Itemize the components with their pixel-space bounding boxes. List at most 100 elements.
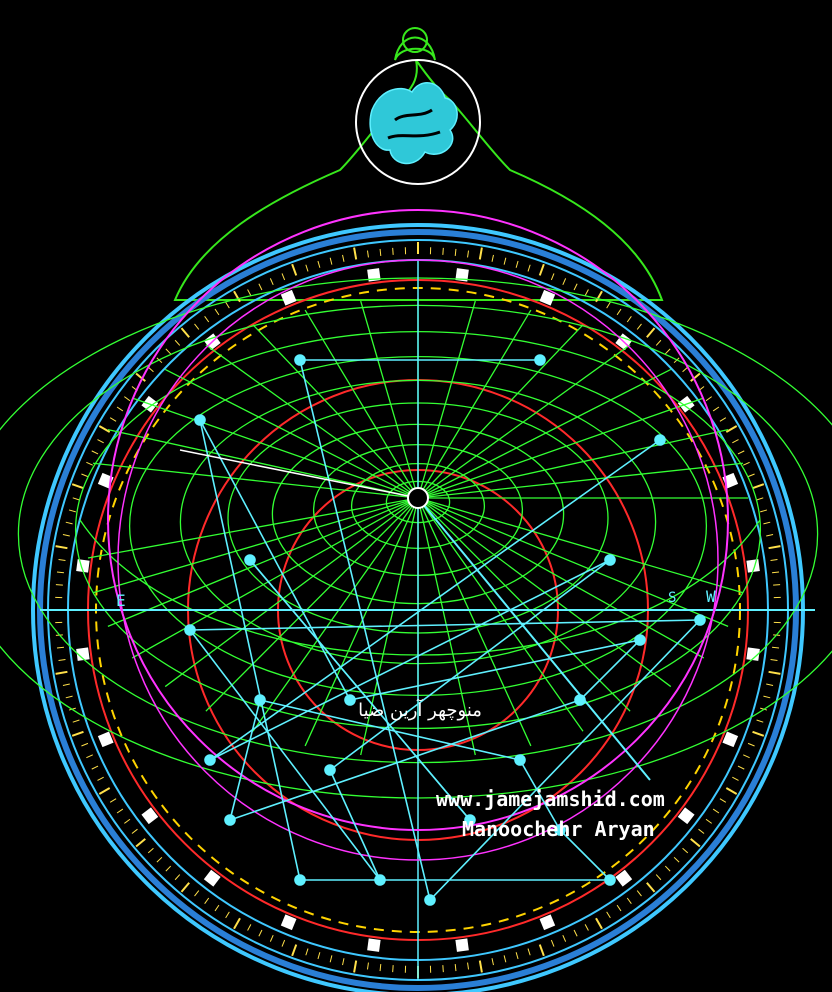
rim-tick (281, 273, 286, 281)
rim-tick (616, 904, 622, 912)
rim-tick (329, 955, 333, 963)
rim-tick (174, 874, 181, 881)
azimuth-line (417, 497, 705, 659)
rim-tick (116, 406, 124, 412)
constellation-line (199, 419, 301, 881)
rim-tick (573, 929, 578, 937)
rim-tick (636, 323, 642, 330)
rim-tick (91, 765, 99, 770)
rim-tick (698, 828, 705, 834)
rim-tick (180, 882, 190, 893)
rim-tick (56, 571, 65, 574)
hour-marker (76, 647, 90, 661)
azimuth-line (87, 497, 419, 559)
rim-tick (71, 483, 84, 490)
azimuth-line (417, 397, 705, 499)
rim-tick (771, 571, 780, 574)
azimuth-line (417, 300, 476, 499)
rim-tick (705, 818, 712, 824)
constellation-line (209, 559, 611, 761)
azimuth-line (131, 397, 419, 499)
rim-tick (646, 882, 656, 893)
rim-tick (527, 948, 531, 956)
rim-tick (366, 962, 369, 970)
azimuth-line (92, 462, 419, 499)
rim-tick (58, 558, 66, 561)
rim-tick (135, 838, 146, 848)
rim-tick (626, 897, 632, 904)
rim-tick (550, 939, 555, 947)
constellation-line (519, 759, 561, 831)
website-url: www.jamejamshid.com (436, 787, 665, 811)
rim-tick (97, 776, 104, 781)
azimuth-line (417, 462, 744, 499)
rim-tick (98, 787, 111, 795)
rim-tick (353, 247, 358, 260)
rim-tick (305, 264, 309, 272)
hour-marker (746, 647, 760, 661)
rim-tick (180, 327, 190, 338)
rim-tick (562, 935, 567, 942)
rim-tick (584, 924, 589, 931)
rim-tick (737, 765, 745, 770)
rim-tick (72, 719, 80, 723)
rim-tick (595, 290, 603, 303)
rim-tick (626, 316, 632, 323)
hour-marker (455, 268, 469, 282)
azimuth-line (417, 497, 476, 756)
rim-tick (55, 545, 68, 550)
rim-tick (655, 874, 662, 881)
rim-tick (770, 659, 778, 662)
rim-tick (329, 257, 333, 265)
hour-marker (280, 289, 297, 306)
rim-tick (214, 904, 220, 912)
rim-tick (478, 960, 483, 973)
azimuth-line (417, 497, 729, 628)
rim-tick (72, 497, 80, 501)
azimuth-line (417, 368, 672, 499)
rim-tick (291, 944, 298, 957)
azimuth-line (417, 497, 631, 712)
rim-tick (770, 558, 778, 561)
rete-star-map (184, 354, 706, 906)
west-label: W (706, 587, 716, 606)
hour-marker (615, 869, 633, 887)
rim-tick (233, 290, 241, 303)
rim-tick (725, 787, 738, 795)
rim-tick (491, 254, 494, 262)
rim-tick (124, 818, 131, 824)
rim-tick (116, 808, 124, 814)
azimuth-line (417, 309, 532, 499)
rim-tick (664, 865, 671, 872)
azimuth-line (360, 300, 419, 499)
rim-tick (65, 521, 73, 525)
azimuth-line (252, 497, 419, 732)
rim-tick (62, 683, 70, 686)
hour-marker (280, 914, 297, 931)
rim-tick (527, 264, 531, 272)
rim-tick (58, 659, 66, 662)
rim-tick (165, 348, 172, 355)
rim-tick (467, 962, 470, 970)
constellation-line (299, 359, 431, 901)
rim-tick (478, 247, 483, 260)
rim-tick (454, 963, 457, 972)
rim-tick (756, 497, 764, 501)
rim-tick (467, 250, 470, 258)
rim-tick (606, 301, 611, 309)
hour-marker (539, 914, 556, 931)
rule-bar (417, 497, 651, 781)
hour-marker (367, 268, 381, 282)
rim-tick (62, 534, 70, 537)
azimuth-line (304, 309, 419, 499)
rim-tick (719, 417, 727, 422)
rim-tick (503, 257, 507, 265)
constellation-line (199, 419, 351, 701)
rim-tick (503, 955, 507, 963)
center-pin (407, 487, 429, 509)
constellation-line (209, 439, 661, 761)
constellation-line (189, 629, 381, 881)
rim-tick (719, 798, 727, 803)
constellation-line (579, 639, 641, 701)
rim-tick (194, 323, 200, 330)
